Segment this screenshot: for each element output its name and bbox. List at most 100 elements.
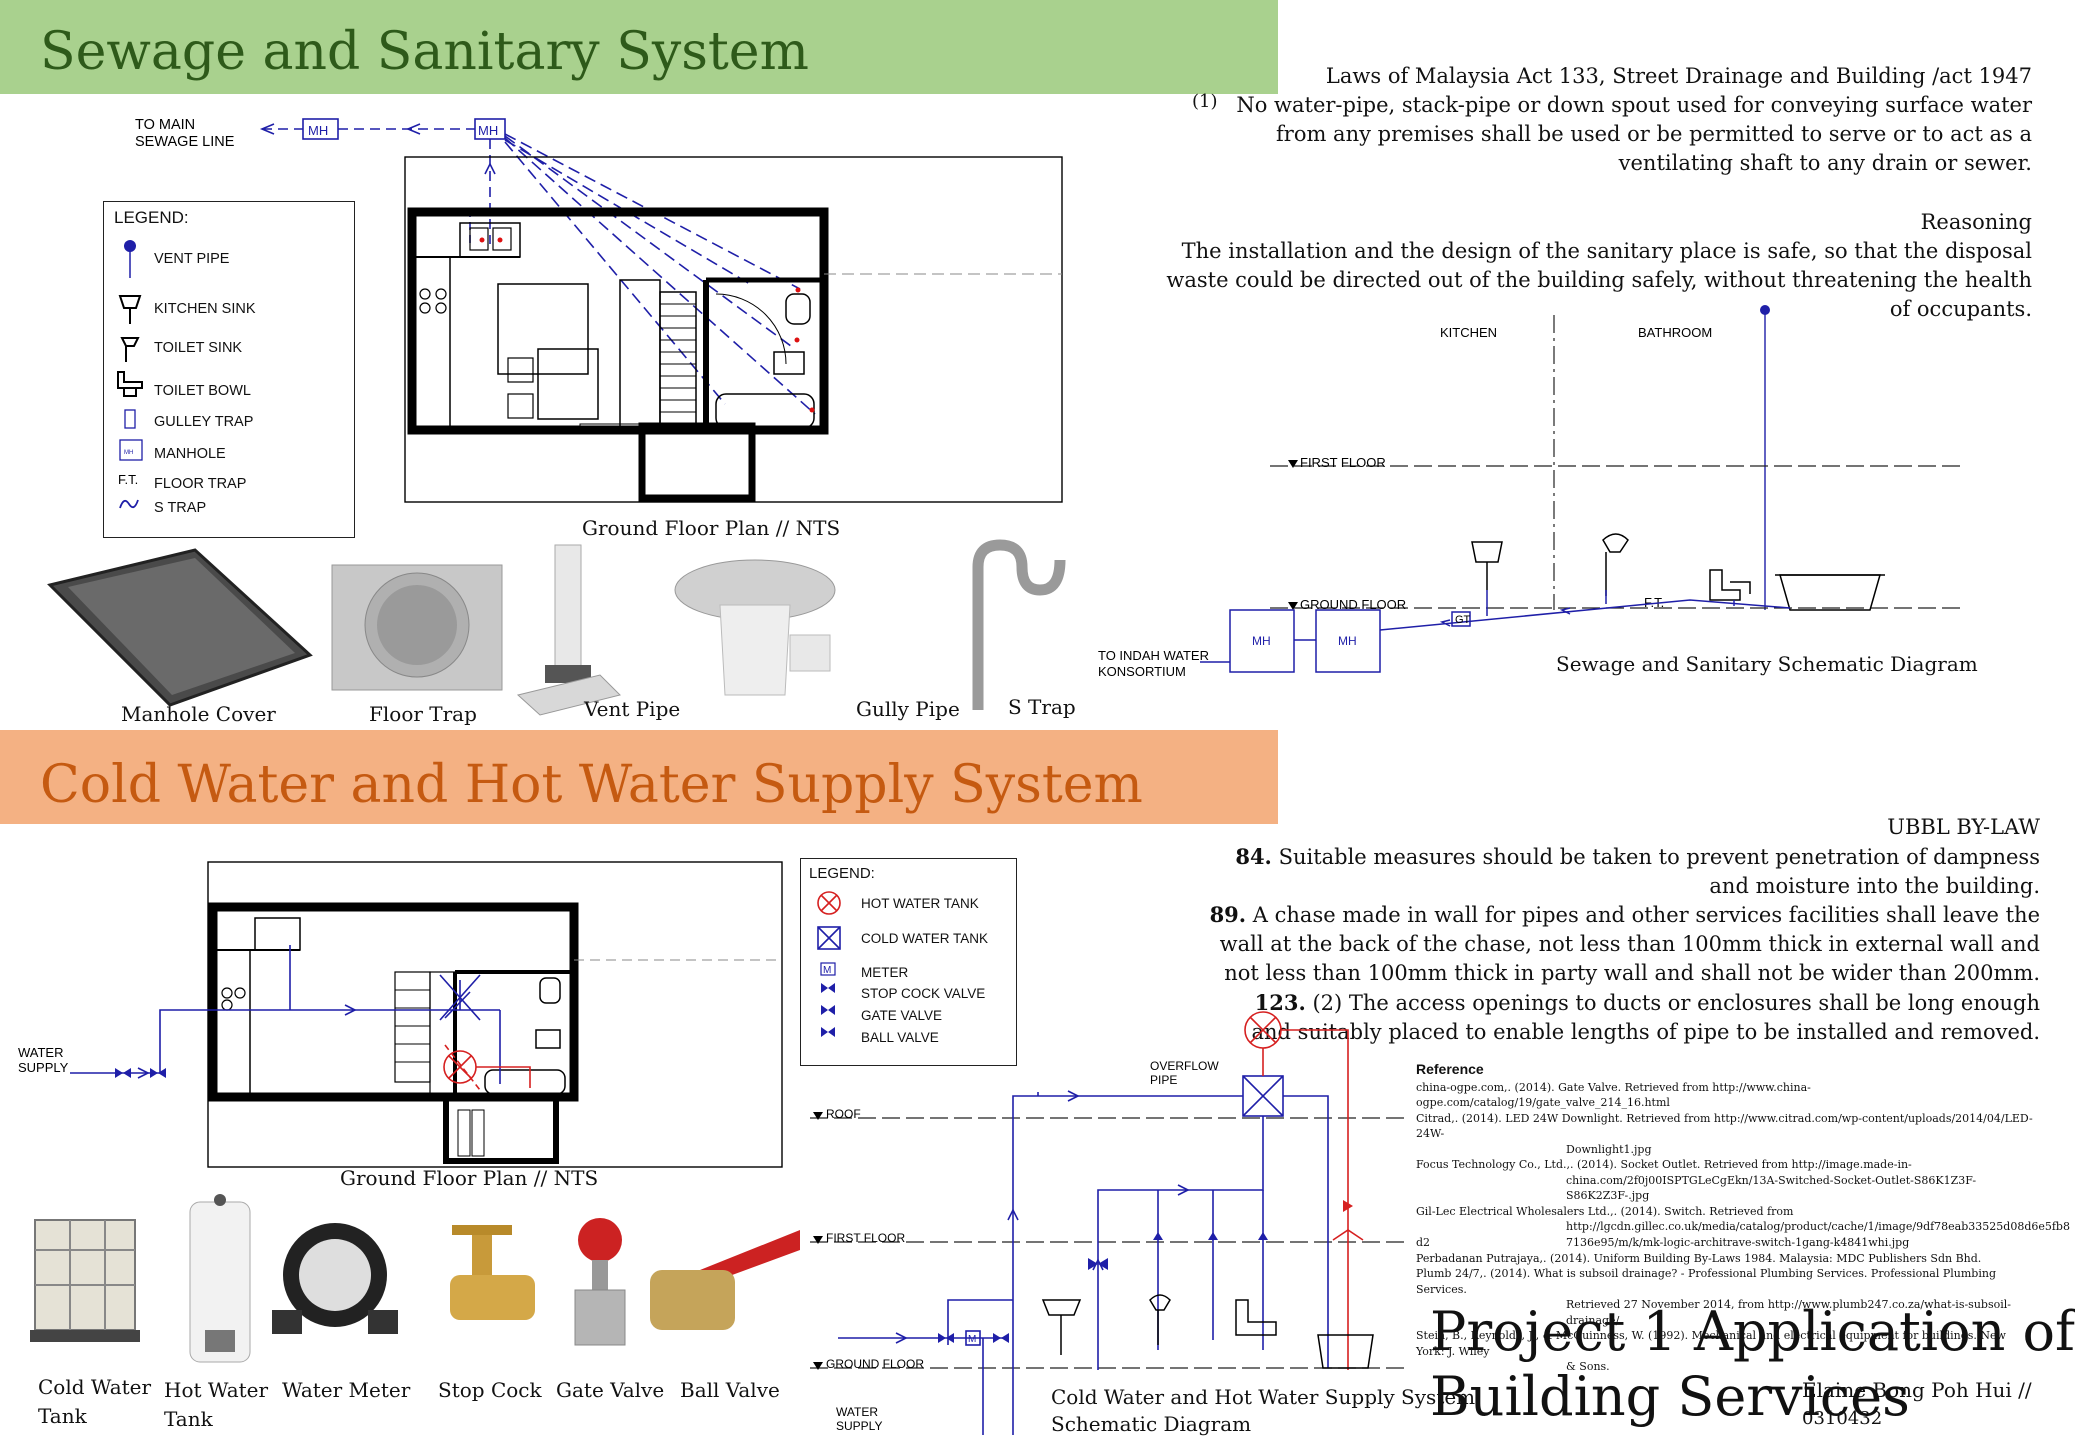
legend-item-floor-trap: FLOOR TRAP: [154, 476, 247, 492]
schematic-mh1-label: MH: [1252, 634, 1271, 648]
water-floor-plan: WATER SUPPLY: [18, 861, 783, 1168]
schematic-bathroom-label: BATHROOM: [1638, 325, 1712, 340]
sewage-ground-floor-label: GROUND FLOOR: [1300, 597, 1406, 612]
sewage-schematic-caption: Sewage and Sanitary Schematic Diagram: [1556, 652, 1978, 676]
schematic-mh2-label: MH: [1338, 634, 1357, 648]
overflow-pipe-label-2: PIPE: [1150, 1073, 1177, 1087]
ball-valve-photo-icon: [650, 1230, 800, 1330]
reference-title: Reference: [1416, 1061, 1484, 1077]
sewage-banner: [0, 0, 1278, 94]
s-trap-photo-icon: [972, 539, 1066, 710]
reasoning-text: The installation and the design of the s…: [1166, 239, 2032, 321]
reference-entry: Gil-Lec Electrical Wholesalers Ltd.,. (2…: [1416, 1204, 1794, 1218]
meter-icon-glyph: M: [823, 965, 831, 976]
bylaw-123: 123. (2) The access openings to ducts or…: [1250, 988, 2041, 1047]
water-schematic-caption-2: Schematic Diagram: [1051, 1412, 1252, 1436]
reference-entry: Perbadanan Putrajaya,. (2014). Uniform B…: [1416, 1251, 1982, 1265]
water-schematic-diagram: ROOF FIRST FLOOR GROUND FLOOR OVERFLOW P…: [810, 1011, 1410, 1435]
bylaw-84: 84. Suitable measures should be taken to…: [1200, 842, 2040, 901]
reference-entry-continued: Downlight1.jpg: [1566, 1142, 1652, 1156]
reference-entry-continued: china.com/2f0j00ISPTGLeCgEkn/13A-Switche…: [1566, 1173, 1977, 1203]
reference-entry: Focus Technology Co., Ltd.,. (2014). Soc…: [1416, 1158, 1912, 1171]
to-main-label-2: SEWAGE LINE: [135, 134, 235, 150]
manhole-icon: [119, 439, 143, 461]
roof-label: ROOF: [826, 1107, 861, 1121]
floor-trap-caption: Floor Trap: [369, 702, 477, 726]
floor-trap-photo-icon: [331, 564, 503, 691]
s-trap-caption: S Trap: [1008, 695, 1076, 719]
legend-item-meter: METER: [861, 965, 909, 980]
ball-valve-caption: Ball Valve: [680, 1378, 780, 1402]
cold-water-tank-photo-icon: [30, 1219, 140, 1342]
sewage-first-floor-label: FIRST FLOOR: [1300, 455, 1386, 470]
ball-valve-icon: [821, 1027, 835, 1037]
hot-water-tank-caption-1: Hot Water: [164, 1378, 269, 1402]
water-schematic-caption-1: Cold Water and Hot Water Supply System: [1051, 1385, 1476, 1409]
vent-pipe-caption: Vent Pipe: [584, 697, 681, 721]
indah-water-label-1: TO INDAH WATER: [1098, 648, 1209, 663]
sewage-floor-plan: TO MAIN SEWAGE LINE MH MH: [135, 117, 1063, 503]
mh2-label: MH: [478, 123, 498, 138]
bylaw-123-number: 123.: [1254, 990, 1306, 1015]
sewage-legend-box: LEGEND: MH F.T. VENT PIPE KITCHEN SINK T…: [103, 201, 355, 538]
legend-item-gate-valve: GATE VALVE: [861, 1008, 943, 1023]
reference-entry-continued: http://lgcdn.gillec.co.uk/media/catalog/…: [1566, 1220, 2070, 1233]
manhole-icon-label: MH: [124, 450, 133, 456]
manhole-cover-photo-icon: [47, 548, 313, 707]
hot-water-tank-caption-2: Tank: [164, 1407, 213, 1431]
bylaw-123-text: (2) The access openings to ducts or encl…: [1251, 991, 2041, 1044]
project-title-line-1: Project 1 Application of: [1430, 1300, 2075, 1363]
legend-item-ball-valve: BALL VALVE: [861, 1030, 939, 1045]
sewage-plan-caption: Ground Floor Plan // NTS: [582, 516, 841, 540]
schematic-meter-label: M: [968, 1334, 976, 1345]
author-name: Elaine Bong Poh Hui //: [1802, 1378, 2032, 1402]
sewage-law-number: (1): [1192, 91, 1218, 112]
legend-item-stop-cock-valve: STOP COCK VALVE: [861, 986, 986, 1001]
bylaw-84-text: Suitable measures should be taken to pre…: [1278, 845, 2040, 898]
water-ground-floor-label: GROUND FLOOR: [826, 1357, 924, 1371]
gully-pipe-caption: Gully Pipe: [856, 697, 960, 721]
reference-entry: d2: [1416, 1236, 1431, 1249]
reasoning-heading: Reasoning: [1920, 210, 2032, 234]
reference-block: Reference china-ogpe.com,. (2014). Gate …: [1416, 1061, 2070, 1375]
bylaw-89-text: A chase made in wall for pipes and other…: [1219, 903, 2040, 985]
reference-entry: Stein, B., Reynolds, J., & McGuinness, W…: [1416, 1329, 2006, 1358]
gate-valve-caption: Gate Valve: [556, 1378, 665, 1402]
gate-valve-photo-icon: [574, 1218, 626, 1346]
reference-entry-continued: 7136e95/m/k/mk-logic-architrave-switch-1…: [1566, 1235, 1910, 1249]
hot-water-tank-icon: [817, 891, 841, 915]
cold-water-tank-caption-1: Cold Water: [38, 1375, 152, 1399]
reference-entry: Plumb 24/7,. (2014). What is subsoil dra…: [1416, 1267, 1996, 1296]
project-title-line-2: Building Services: [1430, 1365, 1910, 1428]
water-plan-caption: Ground Floor Plan // NTS: [340, 1166, 599, 1190]
reference-entry-continued: Retrieved 27 November 2014, from http://…: [1566, 1298, 2011, 1327]
water-product-photos: [30, 1194, 800, 1363]
water-section-title: Cold Water and Hot Water Supply System: [40, 755, 1143, 815]
water-legend-box: LEGEND: M HOT WATER TANK COLD WATER TANK…: [800, 858, 1017, 1066]
kitchen-sink-icon: [118, 295, 142, 324]
sewage-law-heading: Laws of Malaysia Act 133, Street Drainag…: [1325, 64, 2032, 88]
sewage-ft-label: F.T.: [1644, 595, 1664, 610]
cold-water-tank-icon: [817, 926, 841, 950]
schematic-water-supply-label-1: WATER: [836, 1405, 878, 1419]
water-meter-photo-icon: [272, 1223, 398, 1334]
legend-item-kitchen-sink: KITCHEN SINK: [154, 301, 256, 317]
bylaw-89-number: 89.: [1209, 902, 1247, 927]
gully-pipe-photo-icon: [674, 559, 836, 696]
schematic-kitchen-label: KITCHEN: [1440, 325, 1497, 340]
indah-water-label-2: KONSORTIUM: [1098, 664, 1186, 679]
sewage-legend-title: LEGEND:: [114, 208, 189, 227]
reference-entry: china-ogpe.com,. (2014). Gate Valve. Ret…: [1416, 1080, 1811, 1110]
schematic-water-supply-label-2: SUPPLY: [836, 1419, 882, 1433]
student-id: 0310432: [1802, 1408, 1883, 1429]
vent-pipe-photo-icon: [516, 544, 621, 716]
gate-valve-icon: [821, 1005, 835, 1015]
water-legend-title: LEGEND:: [809, 865, 875, 882]
sewage-law-text: No water-pipe, stack-pipe or down spout …: [1236, 93, 2032, 175]
bylaw-84-number: 84.: [1235, 844, 1272, 869]
mh1-label: MH: [308, 123, 328, 138]
sewage-schematic-diagram: KITCHEN BATHROOM FIRST FLOOR GROUND FLOO…: [1098, 305, 1960, 679]
manhole-cover-caption: Manhole Cover: [121, 702, 276, 726]
ubbl-heading: UBBL BY-LAW: [1887, 815, 2040, 839]
bylaw-89: 89. A chase made in wall for pipes and o…: [1200, 900, 2040, 988]
